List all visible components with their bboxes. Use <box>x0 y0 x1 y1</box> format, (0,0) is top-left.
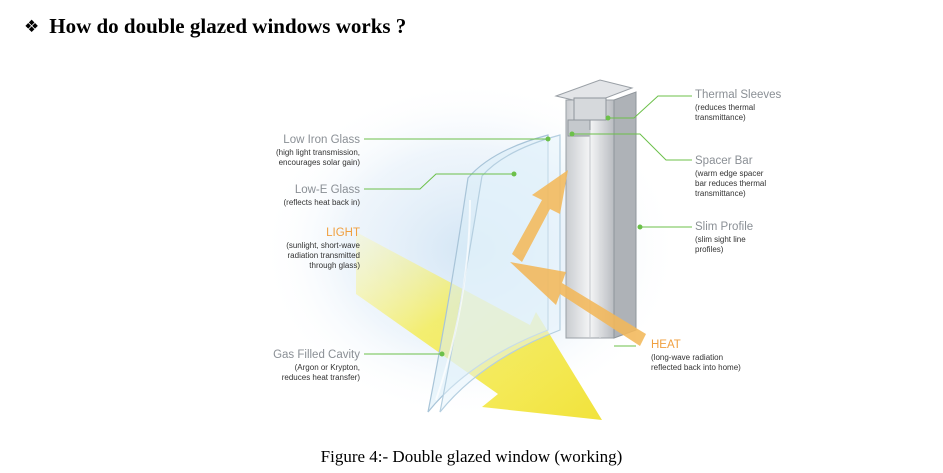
glass-panes <box>427 134 561 413</box>
heat-desc-1: (long-wave radiation <box>651 353 723 362</box>
thermal-sleeves-desc-1: (reduces thermal <box>695 103 755 112</box>
slim-profile-title: Slim Profile <box>695 221 753 233</box>
slim-profile-desc-1: (slim sight line <box>695 235 746 244</box>
left-labels: Low Iron Glass (high light transmission,… <box>273 134 360 382</box>
figure-caption: Figure 4:- Double glazed window (working… <box>320 447 623 466</box>
light-title: LIGHT <box>326 227 360 239</box>
light-desc-2: radiation transmitted <box>288 251 360 260</box>
low-iron-glass-title: Low Iron Glass <box>283 134 360 146</box>
gas-cavity-desc-2: reduces heat transfer) <box>282 373 361 382</box>
spacer-bar-desc-3: transmittance) <box>695 189 746 198</box>
low-e-glass-desc-1: (reflects heat back in) <box>284 198 361 207</box>
right-labels: Thermal Sleeves (reduces thermal transmi… <box>651 89 782 372</box>
heat-arrow-up <box>512 170 568 262</box>
low-iron-glass-desc-1: (high light transmission, <box>276 148 360 157</box>
leader-dots <box>439 115 643 357</box>
gas-cavity-desc-1: (Argon or Krypton, <box>295 363 360 372</box>
leader-lines <box>364 95 692 355</box>
thermal-sleeves-title: Thermal Sleeves <box>695 89 782 101</box>
section-heading: ❖ How do double glazed windows works ? <box>24 14 406 39</box>
heading-text: How do double glazed windows works ? <box>49 14 407 38</box>
spacer-bar-title: Spacer Bar <box>695 155 753 167</box>
heat-desc-2: reflected back into home) <box>651 363 741 372</box>
spacer-bar-desc-1: (warm edge spacer <box>695 169 764 178</box>
heat-arrow-reflect <box>510 262 646 346</box>
thermal-sleeve-box <box>573 97 607 121</box>
frame-side <box>613 91 637 339</box>
low-iron-glass-desc-2: encourages solar gain) <box>279 158 361 167</box>
window-frame <box>554 79 637 339</box>
gas-cavity-title: Gas Filled Cavity <box>273 349 360 361</box>
thermal-sleeves-desc-2: transmittance) <box>695 113 746 122</box>
light-desc-3: through glass) <box>309 261 360 270</box>
heat-title: HEAT <box>651 339 681 351</box>
slim-profile-desc-2: profiles) <box>695 245 724 254</box>
low-e-glass-title: Low-E Glass <box>295 184 360 196</box>
spacer-bar-desc-2: bar reduces thermal <box>695 179 766 188</box>
light-desc-1: (sunlight, short-wave <box>286 241 360 250</box>
heat-arrows <box>510 170 646 346</box>
diamond-bullet-icon: ❖ <box>24 16 40 37</box>
